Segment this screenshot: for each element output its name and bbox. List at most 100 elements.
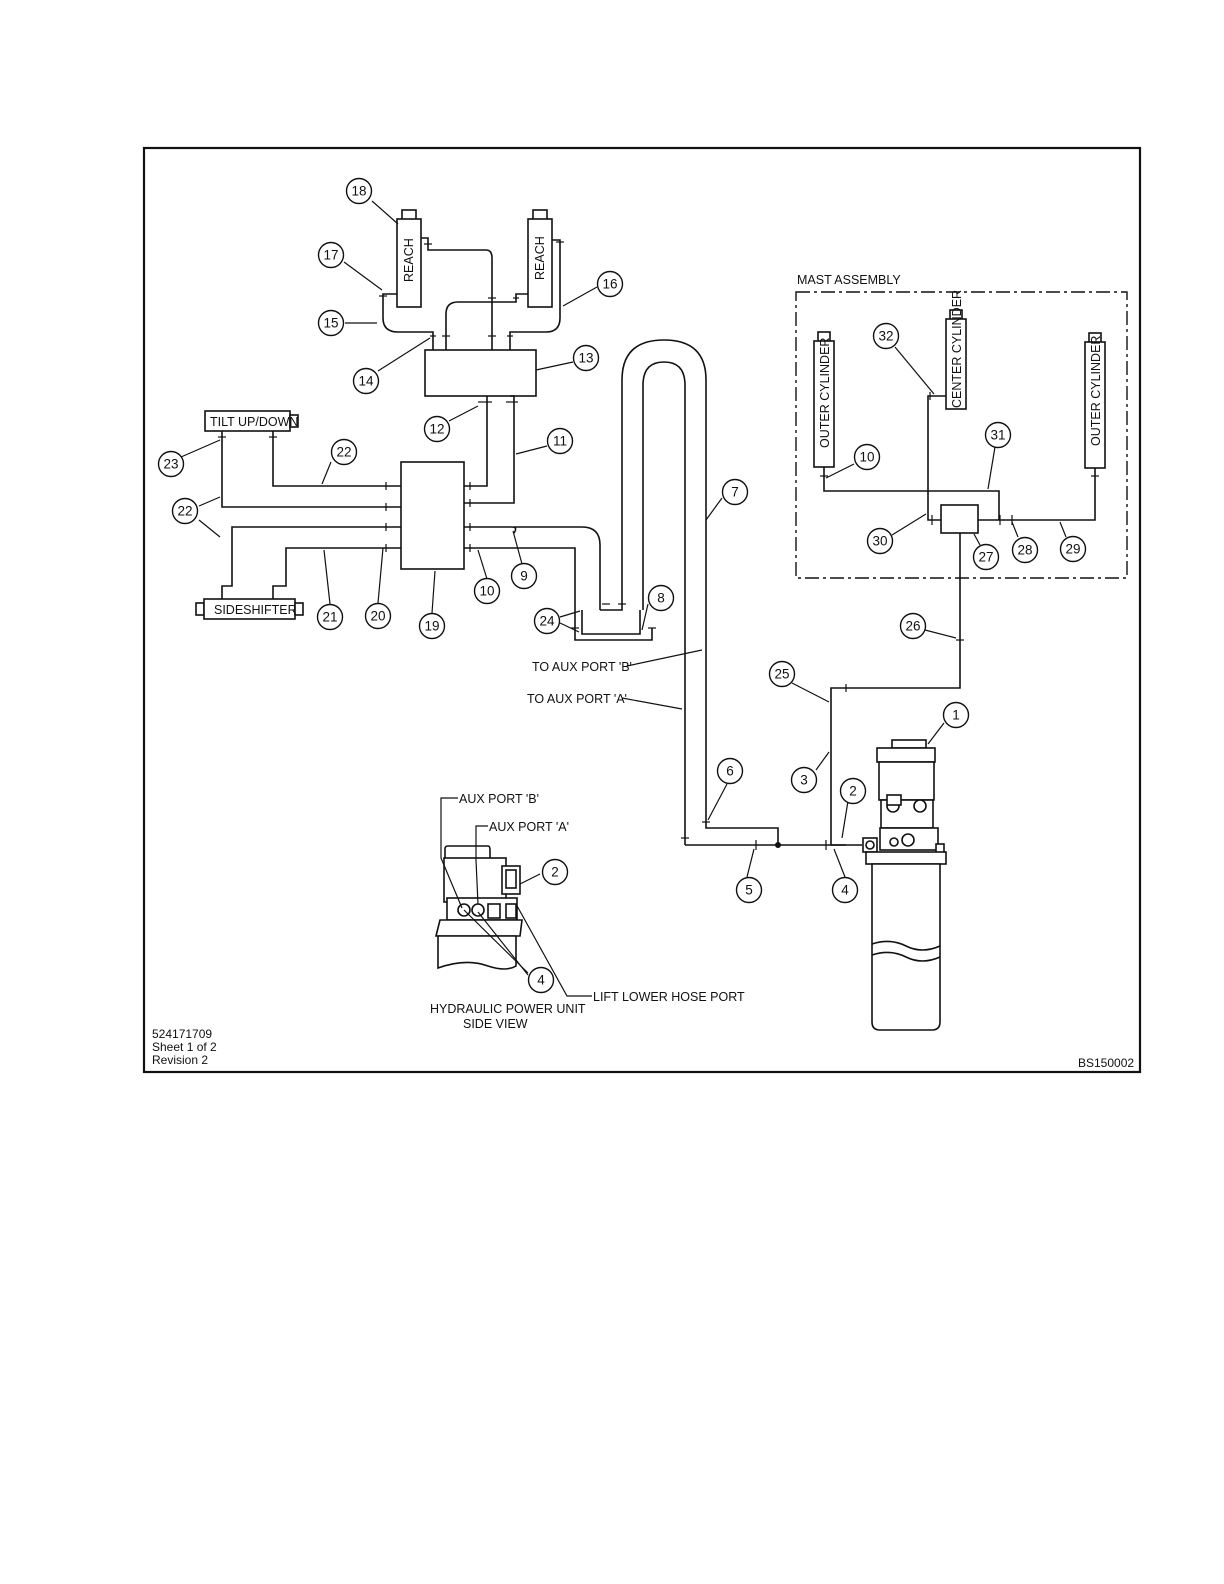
part-number: 524171709 bbox=[152, 1027, 212, 1041]
svg-text:30: 30 bbox=[872, 534, 887, 549]
svg-text:7: 7 bbox=[731, 485, 739, 500]
svg-text:25: 25 bbox=[774, 667, 789, 682]
to-aux-port-a-label: TO AUX PORT 'A' bbox=[527, 692, 627, 706]
aux-a-leader bbox=[475, 825, 488, 905]
callout-26: 26 bbox=[899, 612, 927, 640]
svg-text:29: 29 bbox=[1065, 542, 1080, 557]
callout-3: 3 bbox=[790, 766, 818, 794]
svg-text:28: 28 bbox=[1017, 543, 1032, 558]
hose-22-upper bbox=[272, 431, 401, 487]
reach-cylinder-left: REACH bbox=[396, 209, 422, 308]
callout-21: 21 bbox=[316, 603, 344, 631]
callout-4: 4 bbox=[831, 876, 859, 904]
center-cylinder: CENTER CYLINDER bbox=[945, 290, 967, 410]
hose-7-loop bbox=[600, 339, 779, 845]
svg-text:21: 21 bbox=[322, 610, 337, 625]
svg-text:TILT UP/DOWN: TILT UP/DOWN bbox=[210, 415, 298, 429]
hose-3 bbox=[830, 532, 961, 846]
callout-20: 20 bbox=[364, 602, 392, 630]
callout-17: 17 bbox=[317, 241, 345, 269]
aux-port-a-label: AUX PORT 'A' bbox=[489, 820, 569, 834]
svg-text:CENTER CYLINDER: CENTER CYLINDER bbox=[950, 290, 964, 408]
svg-text:OUTER CYLINDER: OUTER CYLINDER bbox=[1089, 336, 1103, 446]
callout-7: 7 bbox=[721, 478, 749, 506]
sheet-number: Sheet 1 of 2 bbox=[152, 1040, 217, 1054]
callout-6: 6 bbox=[716, 757, 744, 785]
hose-10-mast bbox=[823, 467, 928, 492]
svg-text:OUTER CYLINDER: OUTER CYLINDER bbox=[818, 338, 832, 448]
svg-text:4: 4 bbox=[537, 973, 545, 988]
drawing-frame bbox=[142, 146, 1142, 1074]
reach-hose-right-cross bbox=[445, 293, 528, 350]
svg-text:6: 6 bbox=[726, 764, 734, 779]
svg-text:12: 12 bbox=[429, 422, 444, 437]
svg-text:2: 2 bbox=[551, 865, 559, 880]
callout-4-side-view: 4 bbox=[527, 966, 555, 994]
svg-text:1: 1 bbox=[952, 708, 960, 723]
callout-8: 8 bbox=[647, 584, 675, 612]
callout-9: 9 bbox=[510, 562, 538, 590]
callout-19: 19 bbox=[418, 612, 446, 640]
svg-text:9: 9 bbox=[520, 569, 528, 584]
outer-cylinder-right: OUTER CYLINDER bbox=[1084, 332, 1106, 469]
svg-text:4: 4 bbox=[841, 883, 849, 898]
lift-lower-label: LIFT LOWER HOSE PORT bbox=[593, 990, 745, 1004]
callout-11: 11 bbox=[546, 427, 574, 455]
callout-bubbles: 1 2 2 3 4 4 5 6 7 8 9 10 10 11 12 13 14 … bbox=[157, 177, 1087, 994]
hydraulic-power-unit bbox=[862, 739, 947, 1031]
svg-text:11: 11 bbox=[553, 434, 567, 449]
svg-text:10: 10 bbox=[859, 450, 874, 465]
callout-leaders bbox=[180, 200, 1067, 878]
to-aux-port-b-label: TO AUX PORT 'B' bbox=[532, 660, 632, 674]
svg-text:REACH: REACH bbox=[533, 236, 547, 280]
tilt-unit: TILT UP/DOWN bbox=[204, 410, 299, 432]
callout-2-side-view: 2 bbox=[541, 858, 569, 886]
reach-hose-right-base bbox=[509, 239, 561, 350]
callout-25: 25 bbox=[768, 660, 796, 688]
callout-32: 32 bbox=[872, 322, 900, 350]
drawing-id: BS150002 bbox=[1078, 1056, 1134, 1070]
callout-23: 23 bbox=[157, 450, 185, 478]
hpu-title-line2: SIDE VIEW bbox=[463, 1017, 528, 1031]
callout-29: 29 bbox=[1059, 535, 1087, 563]
callout-14: 14 bbox=[352, 367, 380, 395]
main-valve-block bbox=[400, 461, 465, 570]
hose-32 bbox=[927, 395, 946, 521]
callout-5: 5 bbox=[735, 876, 763, 904]
aux-b-leader bbox=[440, 797, 463, 909]
velocity-fuse-block bbox=[940, 504, 979, 534]
aux-port-b-label: AUX PORT 'B' bbox=[459, 792, 539, 806]
callout-16: 16 bbox=[596, 270, 624, 298]
svg-text:18: 18 bbox=[351, 184, 366, 199]
callout-12: 12 bbox=[423, 415, 451, 443]
svg-text:23: 23 bbox=[163, 457, 178, 472]
callout-10: 10 bbox=[473, 577, 501, 605]
callout-27: 27 bbox=[972, 543, 1000, 571]
svg-text:27: 27 bbox=[978, 550, 993, 565]
svg-text:14: 14 bbox=[358, 374, 374, 389]
svg-text:5: 5 bbox=[745, 883, 753, 898]
hose-23 bbox=[221, 431, 401, 508]
svg-text:26: 26 bbox=[905, 619, 920, 634]
callout-24: 24 bbox=[533, 607, 561, 635]
svg-text:22: 22 bbox=[336, 445, 351, 460]
callout-22-lower: 22 bbox=[171, 497, 199, 525]
hose-7-inner bbox=[642, 361, 686, 845]
callout-2: 2 bbox=[839, 777, 867, 805]
callout-22-upper: 22 bbox=[330, 438, 358, 466]
hose-22-lower bbox=[221, 526, 401, 599]
reach-cylinder-right: REACH bbox=[527, 209, 553, 308]
svg-text:19: 19 bbox=[424, 619, 439, 634]
callout-15: 15 bbox=[317, 309, 345, 337]
callout-28: 28 bbox=[1011, 536, 1039, 564]
lift-lower-leader bbox=[515, 903, 592, 997]
callout-31: 31 bbox=[984, 421, 1012, 449]
svg-text:3: 3 bbox=[800, 773, 808, 788]
callout-13: 13 bbox=[572, 344, 600, 372]
tee-fitting bbox=[775, 842, 781, 848]
svg-text:SIDESHIFTER: SIDESHIFTER bbox=[214, 603, 297, 617]
callout-1: 1 bbox=[942, 701, 970, 729]
hose-31 bbox=[928, 490, 1000, 521]
reach-hose-left-base bbox=[382, 293, 434, 350]
